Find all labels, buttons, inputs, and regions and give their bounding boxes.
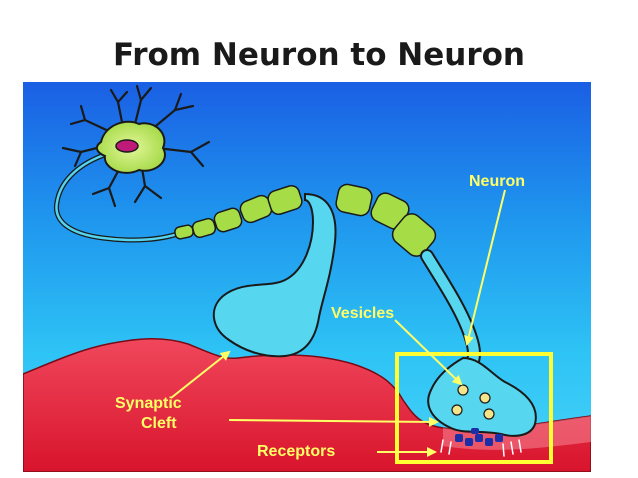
receptors bbox=[455, 428, 503, 446]
synapse-highlight-box bbox=[395, 352, 553, 464]
label-synaptic-line1: Synaptic bbox=[115, 395, 182, 412]
neuron-diagram: Neuron Vesicles Synaptic Cleft Receptors bbox=[23, 82, 591, 472]
vesicles bbox=[451, 384, 495, 420]
dendrites bbox=[61, 84, 211, 208]
label-vesicles: Vesicles bbox=[331, 305, 394, 322]
myelin-sheath-2 bbox=[335, 183, 437, 257]
label-receptors: Receptors bbox=[257, 443, 335, 460]
slide-title: From Neuron to Neuron bbox=[113, 37, 525, 73]
nucleus bbox=[115, 139, 139, 153]
label-arrows bbox=[170, 189, 506, 457]
label-neuron: Neuron bbox=[469, 173, 525, 190]
label-synaptic-line2: Cleft bbox=[141, 415, 177, 432]
axon-collateral bbox=[213, 192, 337, 358]
myelin-sheath-1 bbox=[174, 184, 303, 240]
